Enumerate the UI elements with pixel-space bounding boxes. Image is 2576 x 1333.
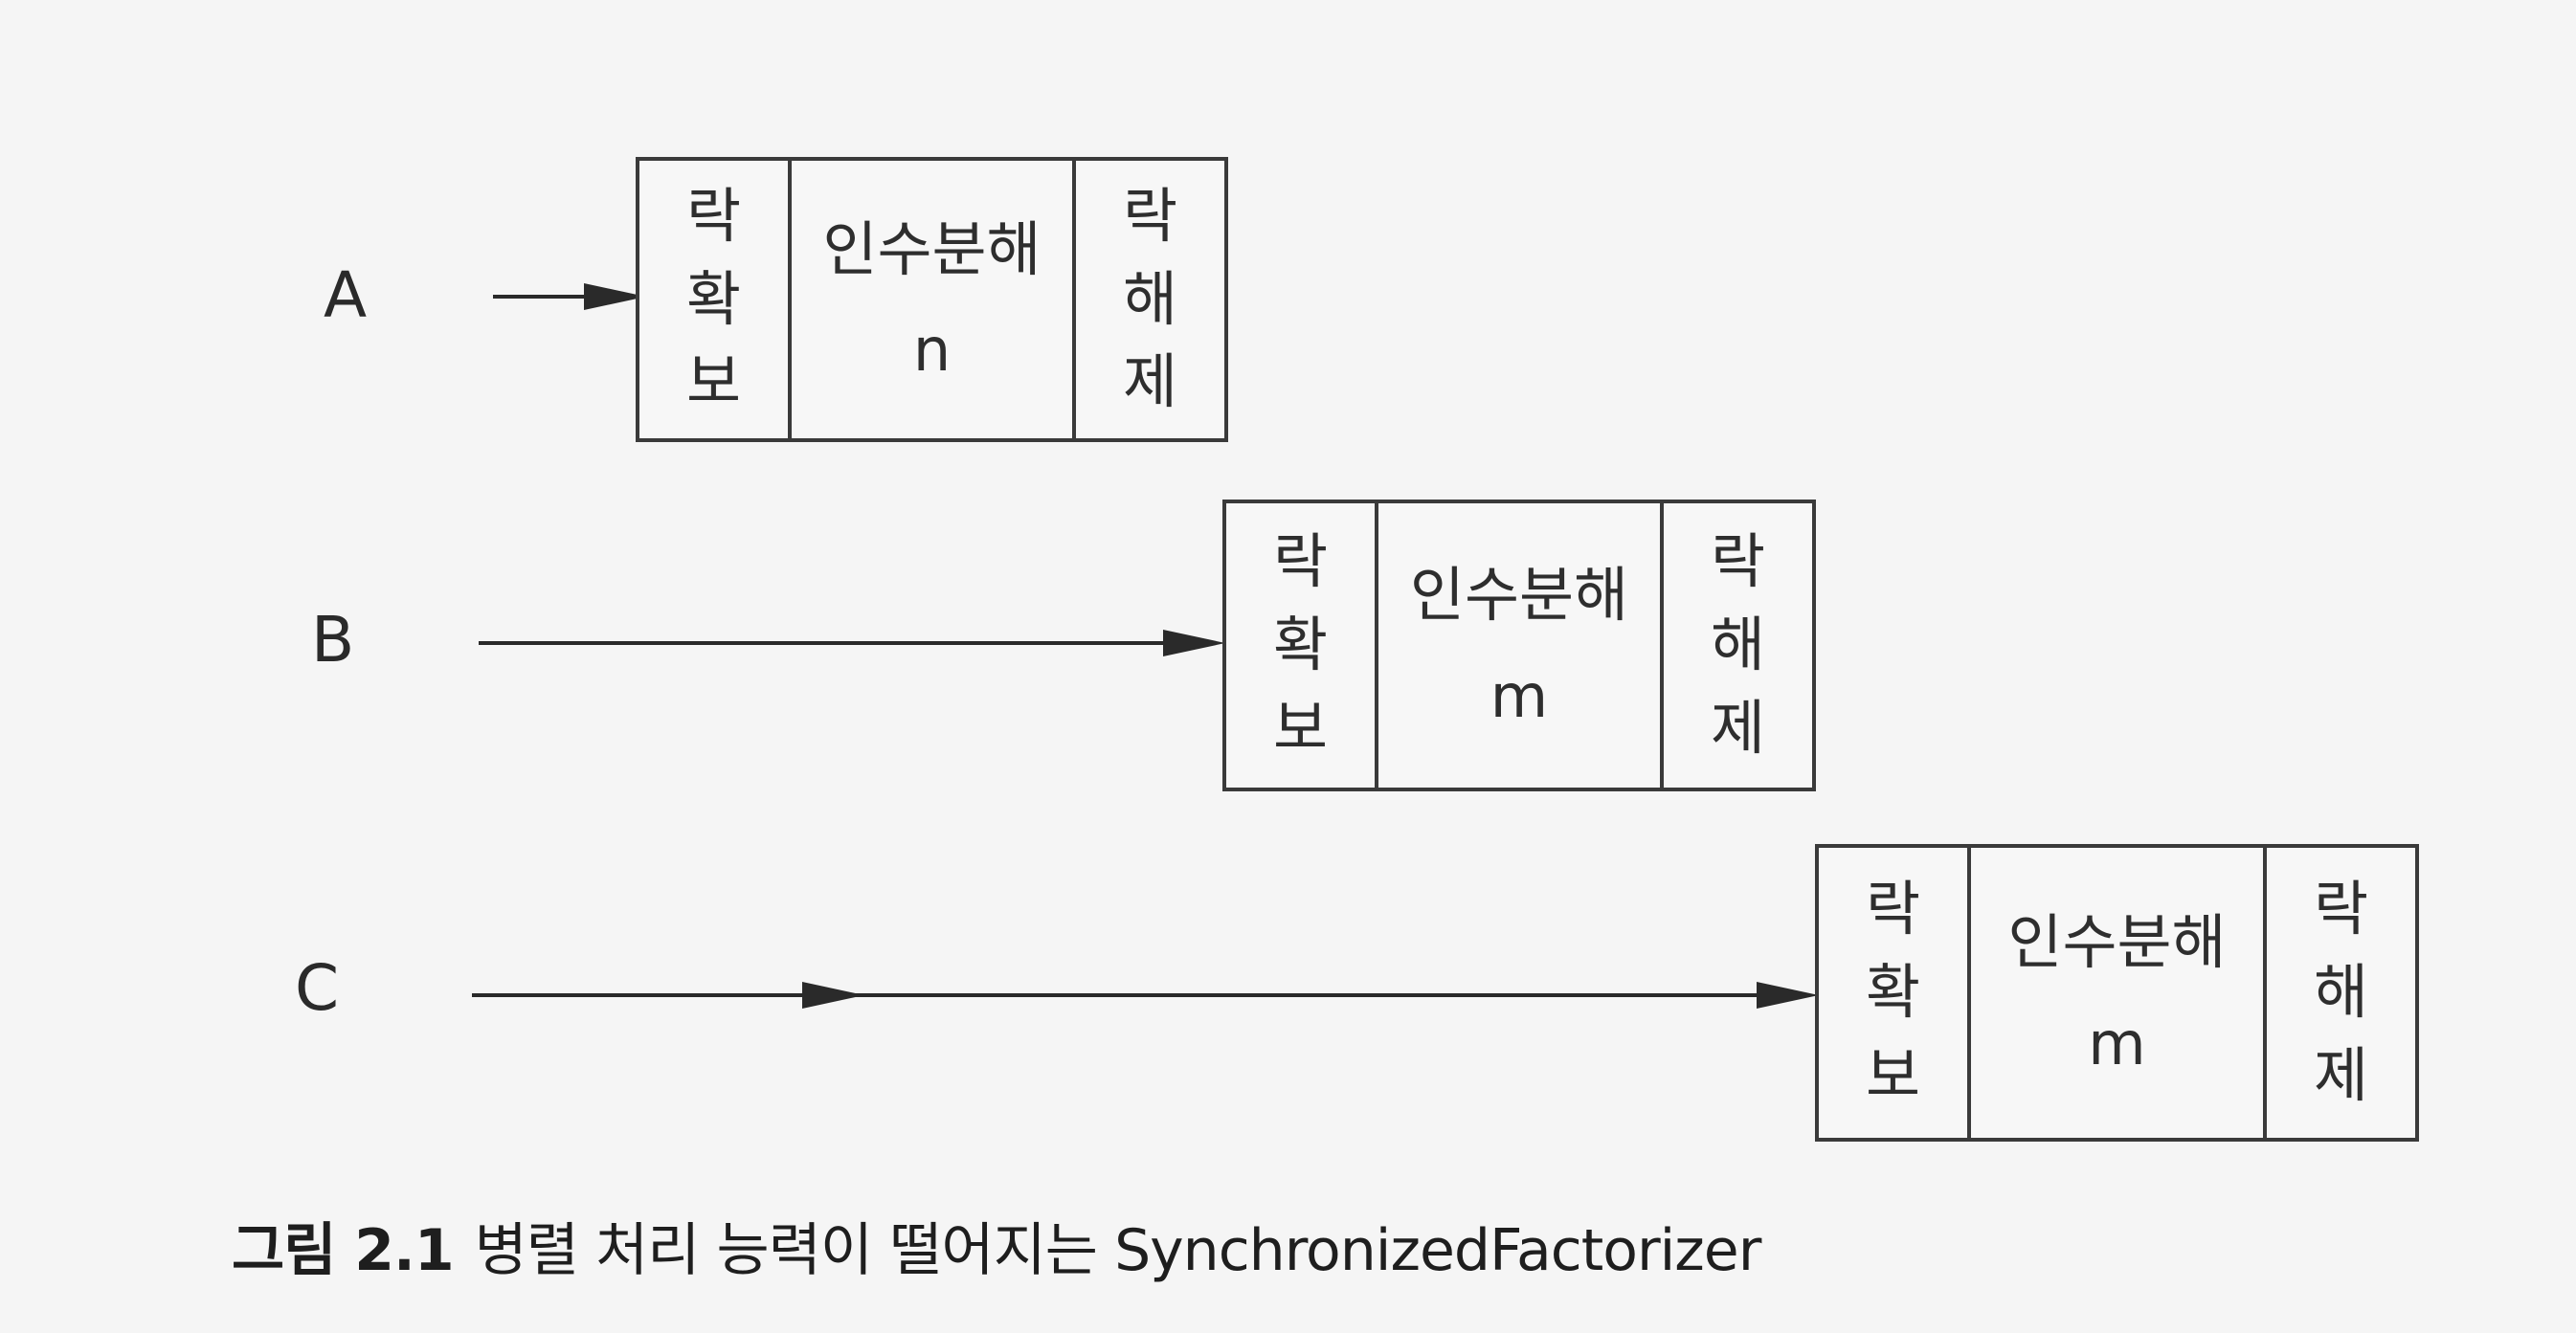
- lock-release-a: 락 해 제: [1122, 180, 1178, 417]
- thread-block-c: 락 확 보 인수분해 m 락 해 제: [1815, 844, 2419, 1142]
- row-label-b: B: [311, 603, 355, 677]
- factorize-b: 인수분해 m: [1375, 503, 1664, 788]
- arrow-c-tail: [823, 982, 1819, 1009]
- figure-caption-text: 병렬 처리 능력이 떨어지는 SynchronizedFactorizer: [474, 1217, 1762, 1284]
- lock-acquire-a: 락 확 보: [685, 180, 742, 417]
- lock-acquire-b: 락 확 보: [1272, 526, 1329, 763]
- row-label-c: C: [295, 951, 340, 1025]
- thread-block-b: 락 확 보 인수분해 m 락 해 제: [1222, 500, 1816, 791]
- lock-acquire-c: 락 확 보: [1865, 874, 1921, 1110]
- lock-release-b: 락 해 제: [1710, 526, 1766, 763]
- arrow-c: [472, 982, 864, 1009]
- arrow-a: [493, 283, 646, 310]
- figure-number: 그림 2.1: [232, 1217, 455, 1284]
- factorize-a: 인수분해 n: [788, 161, 1076, 438]
- arrow-b: [479, 630, 1225, 656]
- thread-block-a: 락 확 보 인수분해 n 락 해 제: [636, 157, 1228, 442]
- figure-caption: 그림 2.1 병렬 처리 능력이 떨어지는 SynchronizedFactori…: [232, 1204, 1762, 1287]
- factorize-c: 인수분해 m: [1967, 848, 2267, 1138]
- row-label-a: A: [324, 258, 368, 332]
- lock-release-c: 락 해 제: [2313, 874, 2369, 1110]
